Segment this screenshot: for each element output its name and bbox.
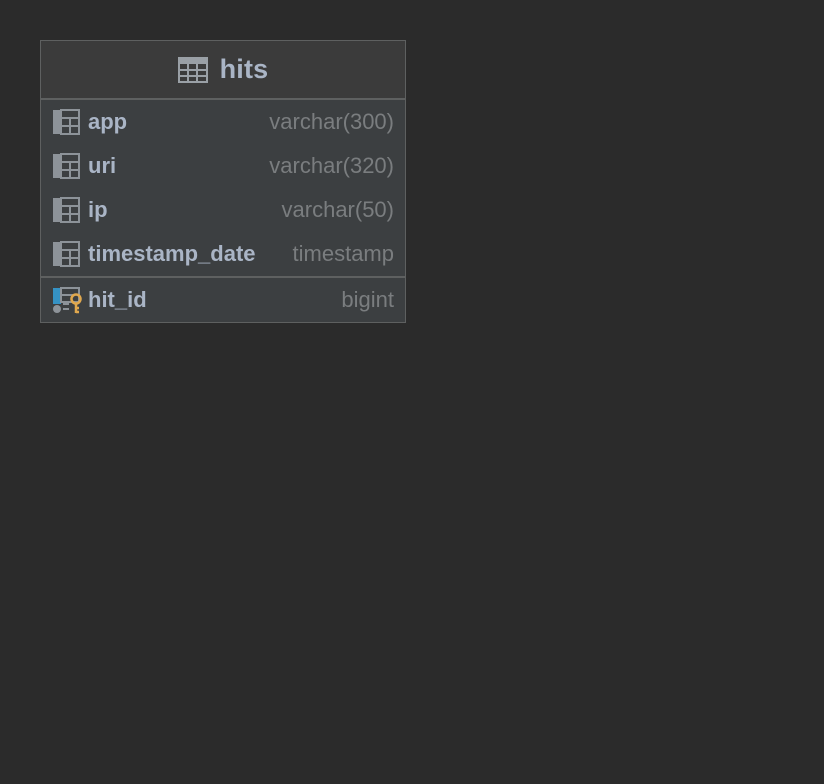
column-type: bigint <box>341 287 394 312</box>
column-name: uri <box>88 153 117 178</box>
column-name: hit_id <box>88 287 147 312</box>
column-type: timestamp <box>292 241 394 266</box>
column-type: varchar(300) <box>269 109 394 134</box>
column-row[interactable]: uri varchar(320) <box>41 144 405 188</box>
column-icon <box>51 240 83 268</box>
column-icon <box>51 108 83 136</box>
primary-key-column-icon <box>51 286 83 314</box>
primary-key-row[interactable]: hit_id bigint <box>41 278 405 322</box>
column-type: varchar(50) <box>281 197 394 222</box>
column-name: app <box>88 109 128 134</box>
key-column-list: hit_id bigint <box>41 278 405 322</box>
column-icon <box>51 152 83 180</box>
column-row[interactable]: app varchar(300) <box>41 100 405 144</box>
key-section-divider <box>41 276 405 278</box>
table-node-hits[interactable]: hits app varchar(300) <box>40 40 406 323</box>
column-list: app varchar(300) uri varchar(320) <box>41 100 405 276</box>
column-row[interactable]: timestamp_date timestamp <box>41 232 405 276</box>
table-title: hits <box>219 54 269 84</box>
column-name: ip <box>88 197 108 222</box>
table-icon <box>177 56 208 83</box>
column-row[interactable]: ip varchar(50) <box>41 188 405 232</box>
column-type: varchar(320) <box>269 153 394 178</box>
table-header[interactable]: hits <box>41 41 405 100</box>
column-icon <box>51 196 83 224</box>
column-name: timestamp_date <box>88 241 256 266</box>
